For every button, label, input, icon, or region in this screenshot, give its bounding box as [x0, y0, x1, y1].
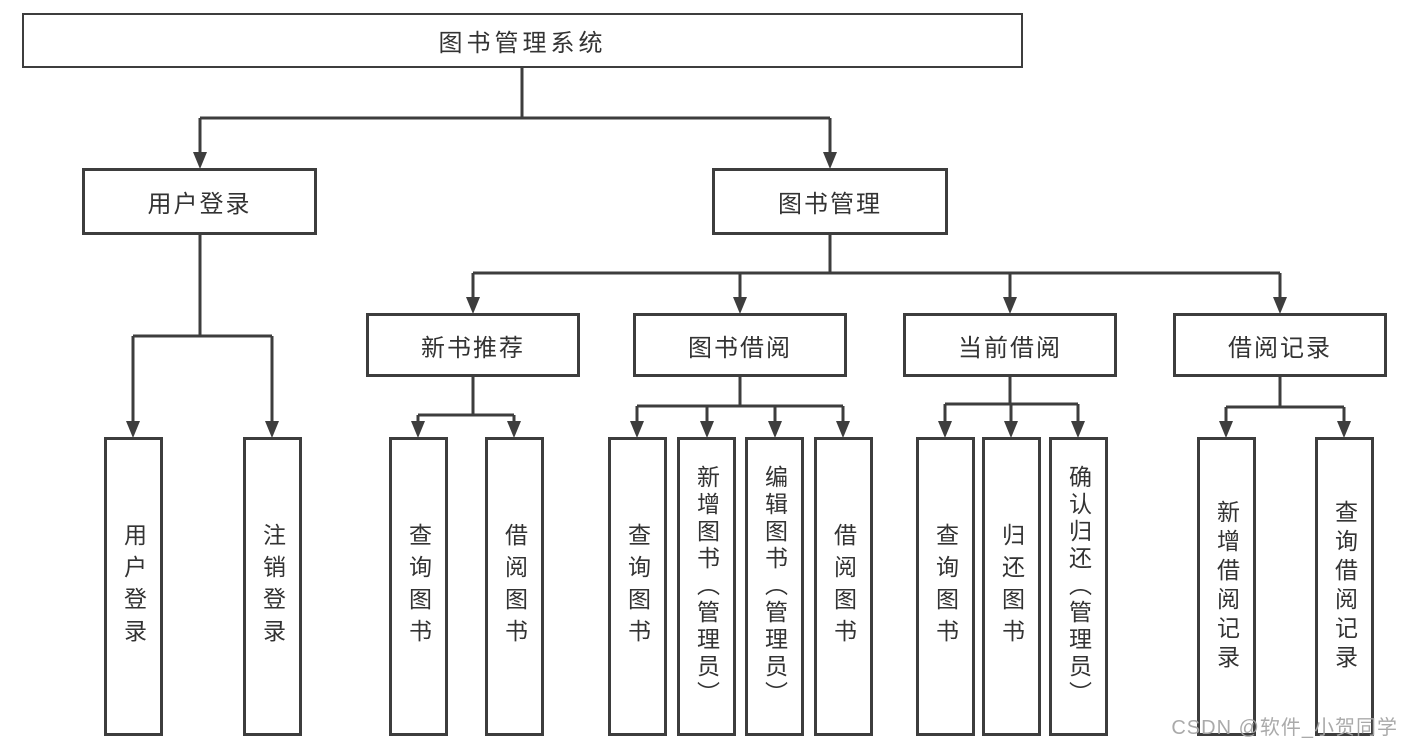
node-current-borrow-label: 当前借阅	[958, 334, 1062, 362]
leaf-query-books-borrow-label: 查询图书	[624, 522, 651, 651]
leaf-logout-label: 注销登录	[259, 522, 286, 651]
node-user-login-label: 用户登录	[147, 191, 252, 218]
leaf-confirm-return-admin: 确认归还（管理员）	[1049, 437, 1108, 736]
node-book-borrow-label: 图书借阅	[688, 334, 792, 362]
leaf-confirm-return-admin-label: 确认归还（管理员）	[1065, 465, 1092, 708]
leaf-borrow-books-recommend: 借阅图书	[485, 437, 544, 736]
leaf-edit-book-admin-label: 编辑图书（管理员）	[761, 465, 788, 708]
leaf-add-book-admin-label: 新增图书（管理员）	[693, 465, 720, 708]
node-new-book-recommend-label: 新书推荐	[421, 334, 525, 362]
arrowheads	[126, 152, 1351, 438]
leaf-borrow-books-label: 借阅图书	[830, 522, 857, 651]
node-user-login: 用户登录	[82, 168, 317, 235]
node-library-system: 图书管理系统	[22, 13, 1023, 68]
leaf-user-login-label: 用户登录	[120, 522, 147, 651]
leaf-query-books-recommend: 查询图书	[389, 437, 448, 736]
node-book-management: 图书管理	[712, 168, 948, 235]
leaf-add-borrow-record: 新增借阅记录	[1197, 437, 1256, 736]
leaf-return-book: 归还图书	[982, 437, 1041, 736]
node-library-system-label: 图书管理系统	[438, 30, 607, 57]
leaf-user-login: 用户登录	[104, 437, 163, 736]
node-book-management-label: 图书管理	[778, 191, 882, 218]
leaf-add-book-admin: 新增图书（管理员）	[677, 437, 736, 736]
leaf-borrow-books-recommend-label: 借阅图书	[501, 522, 528, 651]
leaf-add-borrow-record-label: 新增借阅记录	[1213, 499, 1240, 674]
node-borrow-records-label: 借阅记录	[1228, 334, 1332, 362]
leaf-logout: 注销登录	[243, 437, 302, 736]
node-book-borrow: 图书借阅	[633, 313, 847, 377]
leaf-query-books-borrow: 查询图书	[608, 437, 667, 736]
node-borrow-records: 借阅记录	[1173, 313, 1387, 377]
leaf-query-books-current: 查询图书	[916, 437, 975, 736]
leaf-query-books-current-label: 查询图书	[932, 522, 959, 651]
leaf-return-book-label: 归还图书	[998, 522, 1025, 651]
leaf-edit-book-admin: 编辑图书（管理员）	[745, 437, 804, 736]
node-new-book-recommend: 新书推荐	[366, 313, 580, 377]
leaf-borrow-books: 借阅图书	[814, 437, 873, 736]
node-current-borrow: 当前借阅	[903, 313, 1117, 377]
leaf-query-borrow-record-label: 查询借阅记录	[1331, 499, 1358, 674]
csdn-watermark: CSDN @软件_小贺同学	[1171, 717, 1398, 739]
leaf-query-borrow-record: 查询借阅记录	[1315, 437, 1374, 736]
leaf-query-books-recommend-label: 查询图书	[405, 522, 432, 651]
